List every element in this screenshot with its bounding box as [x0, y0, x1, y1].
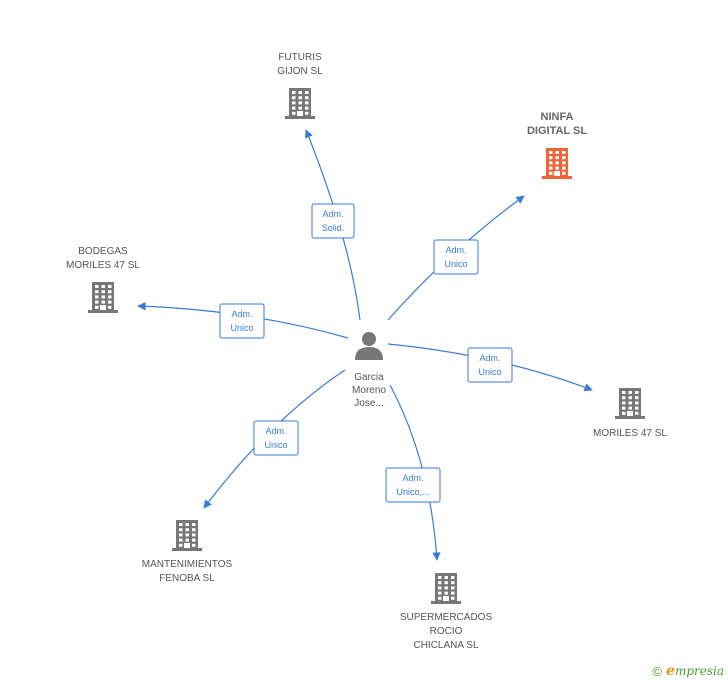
relation-badge-moriles[interactable]: Adm. Unico	[467, 347, 513, 383]
building-icon[interactable]	[172, 520, 202, 551]
brand-logo[interactable]: empresia	[666, 663, 724, 679]
company-label-mantenimientos[interactable]: MANTENIMIENTOS FENOBA SL	[142, 559, 233, 584]
company-name-line: FENOBA SL	[159, 573, 215, 584]
footer-brand: © empresia	[652, 663, 724, 679]
company-name-line: NINFA	[541, 111, 574, 123]
person-name-line: Moreno	[352, 385, 386, 396]
person-label[interactable]: GarciaMorenoJose...	[352, 372, 386, 409]
company-name-line: SUPERMERCADOS	[400, 612, 493, 623]
building-icon[interactable]	[285, 88, 315, 119]
company-label-ninfa[interactable]: NINFA DIGITAL SL	[527, 111, 587, 137]
company-label-moriles[interactable]: MORILES 47 SL	[593, 428, 667, 439]
edges-layer: Adm.Solid.Adm.UnicoAdm.UnicoAdm.UnicoAdm…	[137, 129, 593, 561]
company-name-line: DIGITAL SL	[527, 125, 587, 137]
person-icon[interactable]	[355, 332, 383, 360]
company-name-line: MORILES 47 SL	[593, 428, 667, 439]
relation-text: Adm.	[231, 309, 252, 319]
relation-text: Adm.	[445, 245, 466, 255]
relation-text: Adm.	[479, 353, 500, 363]
relation-badge-futuris[interactable]: Adm. Solid.	[311, 203, 355, 239]
building-icon[interactable]	[615, 388, 645, 419]
company-name-line: GIJON SL	[277, 66, 323, 77]
relation-text: Adm.	[265, 426, 286, 436]
relation-badge-supermercados[interactable]: Adm. Unico,...	[385, 467, 441, 503]
company-label-futuris[interactable]: FUTURIS GIJON SL	[277, 52, 323, 77]
company-name-line: BODEGAS	[78, 246, 128, 257]
relation-text: Unico	[444, 259, 467, 269]
building-icon[interactable]	[542, 148, 572, 179]
relation-badge-mantenimientos[interactable]: Adm. Unico	[253, 420, 299, 456]
relation-badge-bodegas[interactable]: Adm. Unico	[219, 303, 265, 339]
company-name-line: MANTENIMIENTOS	[142, 559, 233, 570]
person-name-line: Garcia	[354, 372, 384, 383]
relation-text: Solid.	[322, 223, 345, 233]
relation-text: Adm.	[402, 473, 423, 483]
edge-supermercados	[389, 384, 441, 561]
copyright-symbol: ©	[652, 663, 663, 679]
building-icon[interactable]	[88, 282, 118, 313]
company-name-line: FUTURIS	[278, 52, 322, 63]
relation-text: Unico,...	[396, 487, 429, 497]
nodes-layer: FUTURIS GIJON SL NINFA DIGITAL SL BODEGAS MOR…	[66, 52, 667, 651]
relation-text: Unico	[264, 440, 287, 450]
relation-badge-ninfa[interactable]: Adm. Unico	[433, 239, 479, 275]
relation-text: Adm.	[322, 209, 343, 219]
company-label-supermercados[interactable]: SUPERMERCADOS ROCIO CHICLANA SL	[400, 612, 493, 651]
relation-text: Unico	[230, 323, 253, 333]
person-name-line: Jose...	[354, 398, 383, 409]
building-icon[interactable]	[431, 573, 461, 604]
company-name-line: MORILES 47 SL	[66, 260, 140, 271]
company-label-bodegas[interactable]: BODEGAS MORILES 47 SL	[66, 246, 140, 271]
relation-text: Unico	[478, 367, 501, 377]
company-name-line: CHICLANA SL	[413, 640, 478, 651]
company-name-line: ROCIO	[430, 626, 463, 637]
